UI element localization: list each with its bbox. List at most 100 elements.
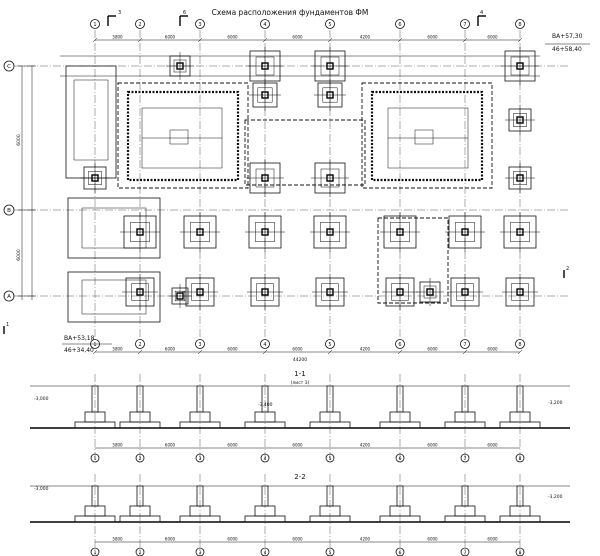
section-axis-label: 8: [519, 550, 522, 556]
col-axis-bubble: [90, 19, 100, 29]
dim-tick: [397, 349, 403, 355]
section-axis-label: 1: [94, 550, 97, 556]
section-span-label: 6000: [165, 537, 176, 542]
section-span-label: 5800: [112, 537, 123, 542]
dim-span-label: 6000: [487, 347, 498, 352]
section-span-label: 5800: [112, 443, 123, 448]
col-axis-label: 1: [93, 22, 96, 28]
section-axis-label: 1: [94, 456, 97, 462]
dim-tick: [92, 37, 98, 43]
section-11-level-mid: -3,400: [258, 402, 273, 408]
section-axis-bubble: [515, 453, 525, 463]
col-axis-bubble: [325, 19, 335, 29]
col-axis-label: 4: [263, 22, 266, 28]
col-axis-label: 8: [518, 22, 521, 28]
column-stub: [136, 485, 144, 507]
section-axis-bubble: [260, 547, 270, 556]
section-axis-bubble: [260, 453, 270, 463]
section-axis-label: 8: [519, 456, 522, 462]
section-axis-label: 2: [139, 550, 142, 556]
row-axis-C: C: [3, 60, 15, 72]
row-span-2: 6000: [16, 249, 22, 261]
section-span-label: 6000: [227, 443, 238, 448]
overall-width: 44200: [293, 357, 307, 363]
dim-tick: [517, 37, 523, 43]
row-axis-B: B: [3, 204, 15, 216]
column-stub: [396, 385, 404, 413]
dim-span-label: 6000: [227, 35, 238, 40]
section-axis-label: 2: [139, 456, 142, 462]
dim-tick: [397, 37, 403, 43]
col-axis-bubble: [195, 19, 205, 29]
col-axis-bubble: [515, 19, 525, 29]
section-span-label: 6000: [427, 537, 438, 542]
col-axis-bubble: [460, 19, 470, 29]
section-axis-label: 7: [464, 456, 467, 462]
column-stub: [461, 485, 469, 507]
col-axis-bubble: [515, 339, 525, 349]
column-stub: [461, 385, 469, 413]
col-axis-label: 8: [518, 342, 521, 348]
dim-tick: [92, 349, 98, 355]
large-left-footings: [65, 65, 161, 323]
plan-title: Схема расположения фундаментов ФМ: [212, 8, 369, 17]
section-axis-bubble: [195, 547, 205, 556]
dim-tick: [197, 349, 203, 355]
section-axis-bubble: [135, 453, 145, 463]
row-axis-C-label: C: [7, 64, 11, 70]
col-axis-label: 2: [138, 22, 141, 28]
column-stub: [326, 485, 334, 507]
dim-span-label: 6000: [292, 35, 303, 40]
column-stub: [261, 385, 269, 413]
column-stub: [91, 385, 99, 413]
left-dimension-chain: 6000 6000: [16, 65, 36, 300]
dim-span-label: 4200: [360, 35, 371, 40]
section-11-level-right: -3,200: [548, 400, 563, 406]
section-axis-bubble: [135, 547, 145, 556]
col-axis-bubble: [135, 339, 145, 349]
column-stub: [261, 485, 269, 507]
dim-tick: [262, 349, 268, 355]
section-axis-label: 6: [399, 550, 402, 556]
col-axis-bubble: [195, 339, 205, 349]
dim-span-label: 6000: [487, 35, 498, 40]
dim-tick: [327, 349, 333, 355]
col-axis-label: 5: [328, 342, 331, 348]
col-axis-bubble: [395, 339, 405, 349]
section-span-label: 6000: [487, 537, 498, 542]
col-axis-label: 3: [198, 342, 201, 348]
col-axis-bubble: [325, 339, 335, 349]
section-axis-bubble: [395, 547, 405, 556]
dim-span-label: 4200: [360, 347, 371, 352]
section-span-label: 6000: [165, 443, 176, 448]
section-axis-label: 4: [264, 456, 267, 462]
mark-bottom-left-1: ВА+53,18: [64, 335, 95, 342]
section-axis-label: 6: [399, 456, 402, 462]
column-stub: [91, 485, 99, 507]
section-axis-label: 7: [464, 550, 467, 556]
dim-tick: [462, 37, 468, 43]
section-axis-label: 5: [329, 550, 332, 556]
section-span-label: 6000: [487, 443, 498, 448]
cut-mark-3: 3: [118, 10, 121, 16]
top-strip-beam: [60, 55, 540, 77]
col-axis-label: 6: [398, 342, 401, 348]
col-axis-label: 6: [398, 22, 401, 28]
section-11-title: 1-1: [294, 370, 305, 378]
row-axis-A-label: A: [7, 294, 11, 300]
col-axis-label: 3: [198, 22, 201, 28]
dim-span-label: 6000: [427, 35, 438, 40]
col-axis-bubble: [460, 339, 470, 349]
col-axis-label: 5: [328, 22, 331, 28]
dim-span-label: 6000: [292, 347, 303, 352]
dim-span-label: 5800: [112, 35, 123, 40]
pit-walls: [126, 90, 484, 182]
dim-tick: [517, 349, 523, 355]
col-axis-bubble: [395, 19, 405, 29]
cut-mark-4: 4: [480, 10, 483, 16]
section-span-label: 6000: [292, 443, 303, 448]
mark-top-right-1: ВА+57,30: [552, 33, 583, 40]
